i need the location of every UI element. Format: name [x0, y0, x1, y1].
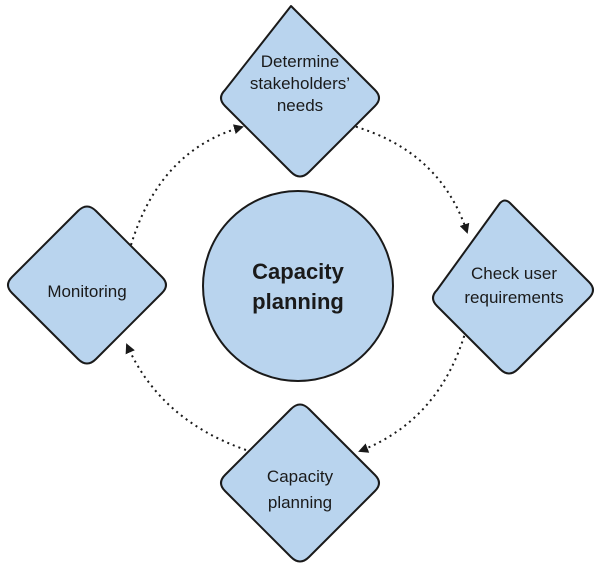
- center-label-line2: planning: [252, 289, 344, 314]
- node-top-line2: stakeholders’: [250, 74, 350, 93]
- node-right-line1: Check user: [471, 264, 557, 283]
- arrow-top-to-right: [349, 124, 470, 234]
- node-bottom-line1: Capacity: [267, 467, 334, 486]
- diamond-top: [220, 5, 380, 178]
- diamond-bottom: [220, 403, 380, 563]
- diamond-right: [432, 199, 594, 375]
- arrow-bottom-to-left: [125, 343, 247, 451]
- node-left-line1: Monitoring: [47, 282, 126, 301]
- center-label-line1: Capacity: [252, 259, 344, 284]
- node-bottom-line2: planning: [268, 493, 332, 512]
- node-top-line3: needs: [277, 96, 323, 115]
- node-capacity-planning: Capacity planning: [220, 403, 380, 563]
- node-monitoring: Monitoring: [7, 205, 167, 365]
- diamond-left: [7, 205, 167, 365]
- node-top-line1: Determine: [261, 52, 339, 71]
- node-check-user-requirements: Check user requirements: [432, 199, 594, 375]
- center-circle: [202, 190, 394, 382]
- arrow-right-to-bottom: [358, 329, 467, 453]
- node-right-line2: requirements: [464, 288, 563, 307]
- center-node: Capacity planning: [202, 190, 394, 382]
- node-determine-stakeholders-needs: Determine stakeholders’ needs: [220, 5, 380, 178]
